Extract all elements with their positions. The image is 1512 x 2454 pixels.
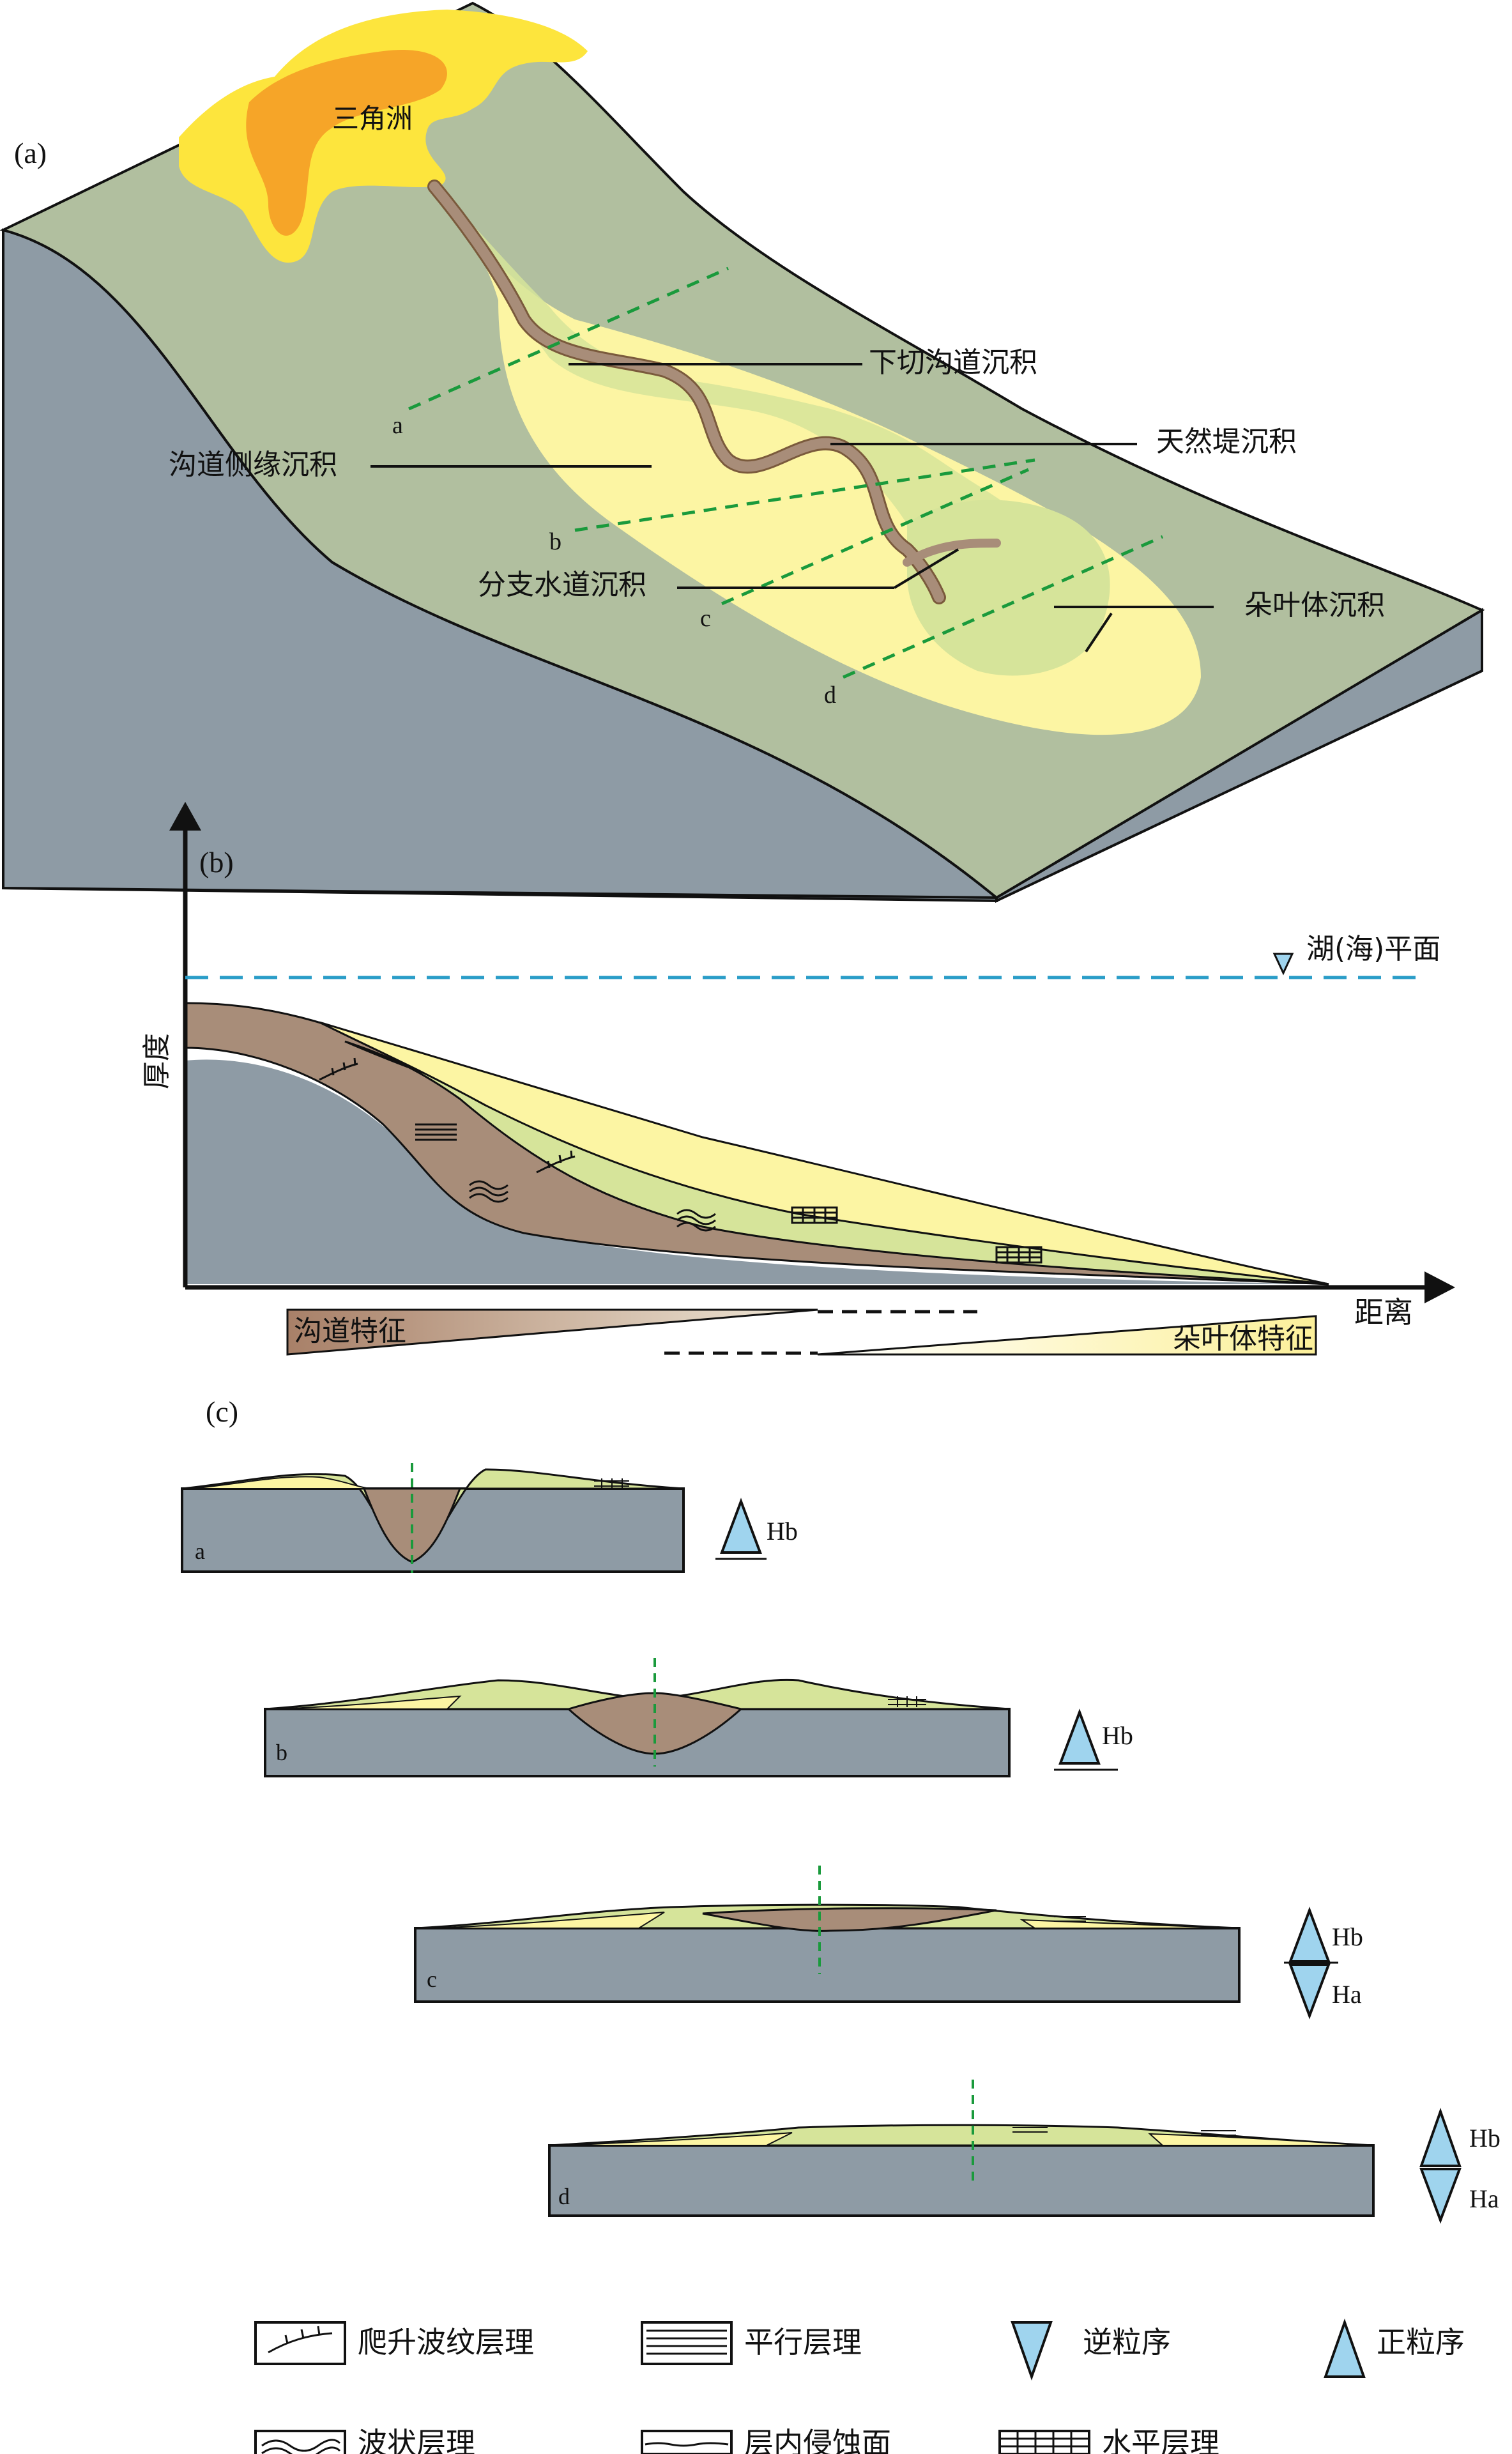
section-c-seq-hb: Hb [1332,1922,1363,1951]
section-lines [408,266,1164,679]
section-c-inverse-grading-icon [1288,1963,1331,2020]
x-axis-arrow [1424,1271,1455,1303]
panel-b-profile: 湖(海)平面 厚度 距离 (b) 沟道特征 朵叶体特征 [141,802,1455,1356]
channel-course-fill [429,181,944,602]
channel-feature-label: 沟道特征 [294,1315,406,1347]
svg-text:平行层理: 平行层理 [744,2325,862,2359]
channel-feature-wedge [286,1308,818,1356]
lobe-feature-label: 朵叶体特征 [1173,1323,1313,1355]
y-axis-label: 厚度 [141,1033,173,1089]
cross-section-c: c Hb Ha [414,1866,1363,2020]
section-d-normal-grading-icon [1419,2107,1462,2167]
y-axis-arrow [169,802,201,831]
section-d-seq-hb: Hb [1469,2124,1501,2152]
normal-grading-icon [1324,2318,1366,2378]
legend-climbing-ripple: 爬升波纹层理 [254,2321,534,2365]
section-letter-c: c [700,605,711,632]
section-d-inverse-grading-icon [1419,2168,1462,2224]
profile-basement [185,1059,1329,1284]
climbing-ripple-symbol [319,1057,576,1174]
panel-b-tag: (b) [199,846,234,878]
section-letter-d: d [824,682,836,709]
legend-parallel-bedding: 平行层理 [641,2321,862,2365]
legend-internal-erosion: 层内侵蚀面 [641,2426,891,2454]
horizontal-bedding-symbol [791,1206,1042,1264]
panel-a-tag: (a) [14,137,47,169]
levee-label: 天然堤沉积 [1156,426,1297,458]
section-a-seq-hb: Hb [767,1517,798,1545]
levee-green [441,192,1034,568]
svg-text:正粒序: 正粒序 [1377,2325,1465,2359]
sea-level-label: 湖(海)平面 [1306,933,1440,965]
section-letter-b: b [549,528,561,555]
profile-lobe [319,1021,1329,1285]
legend-normal-grading: 正粒序 [1324,2318,1465,2378]
incised-channel-label: 下切沟道沉积 [869,346,1037,379]
channel-margin-label: 沟道侧缘沉积 [169,449,337,481]
panel-c-cross-sections: (c) a Hb b Hb [181,1395,1501,2224]
legend-horizontal-bedding: 水平层理 [998,2426,1219,2454]
cross-section-a: a Hb [181,1463,798,1573]
inverse-grading-icon [1011,2321,1053,2381]
delta-label: 三角洲 [332,103,413,134]
lobe-feature-wedge [817,1315,1317,1356]
leader-lines [370,363,1214,653]
section-c-letter: c [427,1967,437,1992]
svg-text:爬升波纹层理: 爬升波纹层理 [358,2325,534,2359]
svg-text:水平层理: 水平层理 [1102,2426,1219,2454]
cross-section-d: d Hb Ha [548,2080,1501,2224]
section-letter-a: a [392,412,403,439]
panel-a-block-diagram: 三角洲 a b c d 下切沟道沉积 [0,1,1485,903]
section-c-normal-grading-icon [1288,1906,1331,1963]
section-c-seq-ha: Ha [1332,1980,1362,2009]
sea-level-marker-icon [1272,953,1294,976]
section-b-letter: b [276,1740,287,1765]
legend-inverse-grading: 逆粒序 [1011,2321,1171,2381]
lobe-label: 朵叶体沉积 [1244,589,1385,622]
section-b-seq-hb: Hb [1102,1721,1133,1750]
svg-text:逆粒序: 逆粒序 [1083,2325,1171,2359]
delta-inner [246,50,447,236]
distributary-channel-label: 分支水道沉积 [478,569,646,601]
legend-wavy-bedding: 波状层理 [254,2426,475,2454]
wavy-bedding-symbol [469,1180,716,1232]
svg-text:层内侵蚀面: 层内侵蚀面 [744,2426,891,2454]
parallel-bedding-symbol [415,1123,457,1141]
section-a-letter: a [195,1538,205,1564]
section-a-normal-grading-icon [720,1498,762,1554]
legend: 爬升波纹层理 平行层理 逆粒序 正粒序 波状层理 [254,2318,1465,2454]
panel-c-tag: (c) [206,1395,238,1428]
section-d-letter: d [558,2184,570,2209]
cross-section-b: b Hb [264,1658,1133,1777]
distributary-branch [903,539,1001,567]
svg-text:波状层理: 波状层理 [358,2426,475,2454]
section-d-seq-ha: Ha [1469,2184,1499,2213]
x-axis-label: 距离 [1354,1295,1413,1330]
section-b-normal-grading-icon [1058,1708,1101,1765]
